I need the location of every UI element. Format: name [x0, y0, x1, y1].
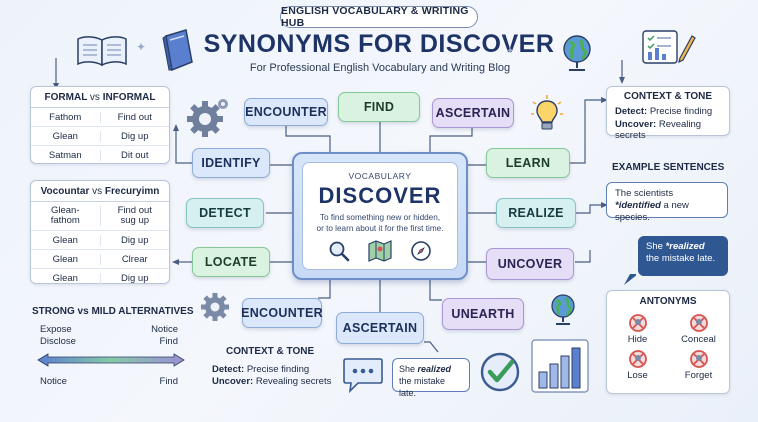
node-ascertain-bottom[interactable]: ASCERTAIN [336, 312, 424, 344]
examples-title: EXAMPLE SENTENCES [612, 162, 725, 173]
gear-icon [201, 293, 229, 321]
formal-header: FORMAL [44, 92, 88, 103]
antonym-item: Conceal [668, 313, 729, 345]
strength-arrow [37, 353, 185, 367]
informal-header: INFORMAL [102, 92, 156, 103]
strength-title: STRONG vs MILD ALTERNATIVES [32, 306, 194, 317]
checklist-pencil-icon [642, 30, 696, 64]
center-label: VOCABULARY [348, 171, 412, 181]
antonyms-panel: ANTONYMS Hide Conceal Lose Forget [606, 290, 730, 394]
prohibited-icon [628, 350, 647, 368]
page-title: SYNONYMS FOR DISCOVER [203, 30, 555, 58]
node-encounter-bottom[interactable]: ENCOUNTER [241, 298, 323, 328]
example-sentence-3: She realized the mistake late. [392, 358, 470, 398]
antonym-item: Forget [668, 349, 729, 381]
magnifier-icon [329, 241, 350, 262]
node-uncover[interactable]: UNCOVER [486, 248, 574, 280]
bubble-tail [624, 274, 636, 285]
node-identify[interactable]: IDENTIFY [192, 148, 270, 178]
open-book-icon [77, 36, 127, 67]
strength-scale: Expose Disclose Notice Find Notice Find [36, 324, 186, 390]
node-realize[interactable]: REALIZE [496, 198, 576, 228]
speech-bubble-icon [343, 358, 383, 394]
node-find[interactable]: FIND [338, 92, 420, 122]
antonym-item: Hide [607, 313, 668, 345]
sparkle-icon: ✦ [506, 46, 515, 57]
center-word: DISCOVER [318, 183, 442, 208]
bar-chart-icon [531, 339, 589, 393]
node-locate[interactable]: LOCATE [192, 247, 270, 277]
center-word-card: VOCABULARY DISCOVER To find something ne… [292, 152, 468, 280]
prohibited-icon [628, 314, 647, 332]
example-sentence-2: She *realized the mistake late. [638, 236, 728, 276]
example-sentence-1: The scientists *identified a new species… [606, 182, 728, 223]
gear-icon [187, 99, 228, 137]
node-encounter-top[interactable]: ENCOUNTER [244, 98, 328, 126]
map-icon [368, 240, 392, 262]
lightbulb-icon [531, 95, 563, 130]
node-detect[interactable]: DETECT [186, 198, 264, 228]
context-tone-title-bottom: CONTEXT & TONE [226, 346, 315, 357]
context-tone-panel-right: CONTEXT & TONE Detect: Precise finding U… [606, 86, 730, 141]
context-tone-bottom: Detect: Precise finding Uncover: Reveali… [212, 364, 332, 387]
node-unearth[interactable]: UNEARTH [442, 298, 524, 330]
node-learn[interactable]: LEARN [486, 148, 570, 178]
closed-book-icon [162, 29, 193, 72]
prohibited-icon [689, 314, 708, 332]
page-subtitle: For Professional English Vocabulary and … [249, 62, 511, 74]
globe-icon [551, 294, 575, 325]
center-definition: To find something new or hidden, or to l… [316, 213, 444, 233]
antonym-item: Lose [607, 349, 668, 381]
node-ascertain-top[interactable]: ASCERTAIN [432, 98, 514, 128]
prohibited-icon [689, 350, 708, 368]
hub-label: ENGLISH VOCABULARY & WRITING HUB [280, 5, 478, 29]
sparkle-icon: ✦ [136, 40, 147, 54]
compass-icon [411, 241, 431, 261]
checkmark-icon [480, 352, 520, 392]
globe-icon [563, 35, 591, 71]
